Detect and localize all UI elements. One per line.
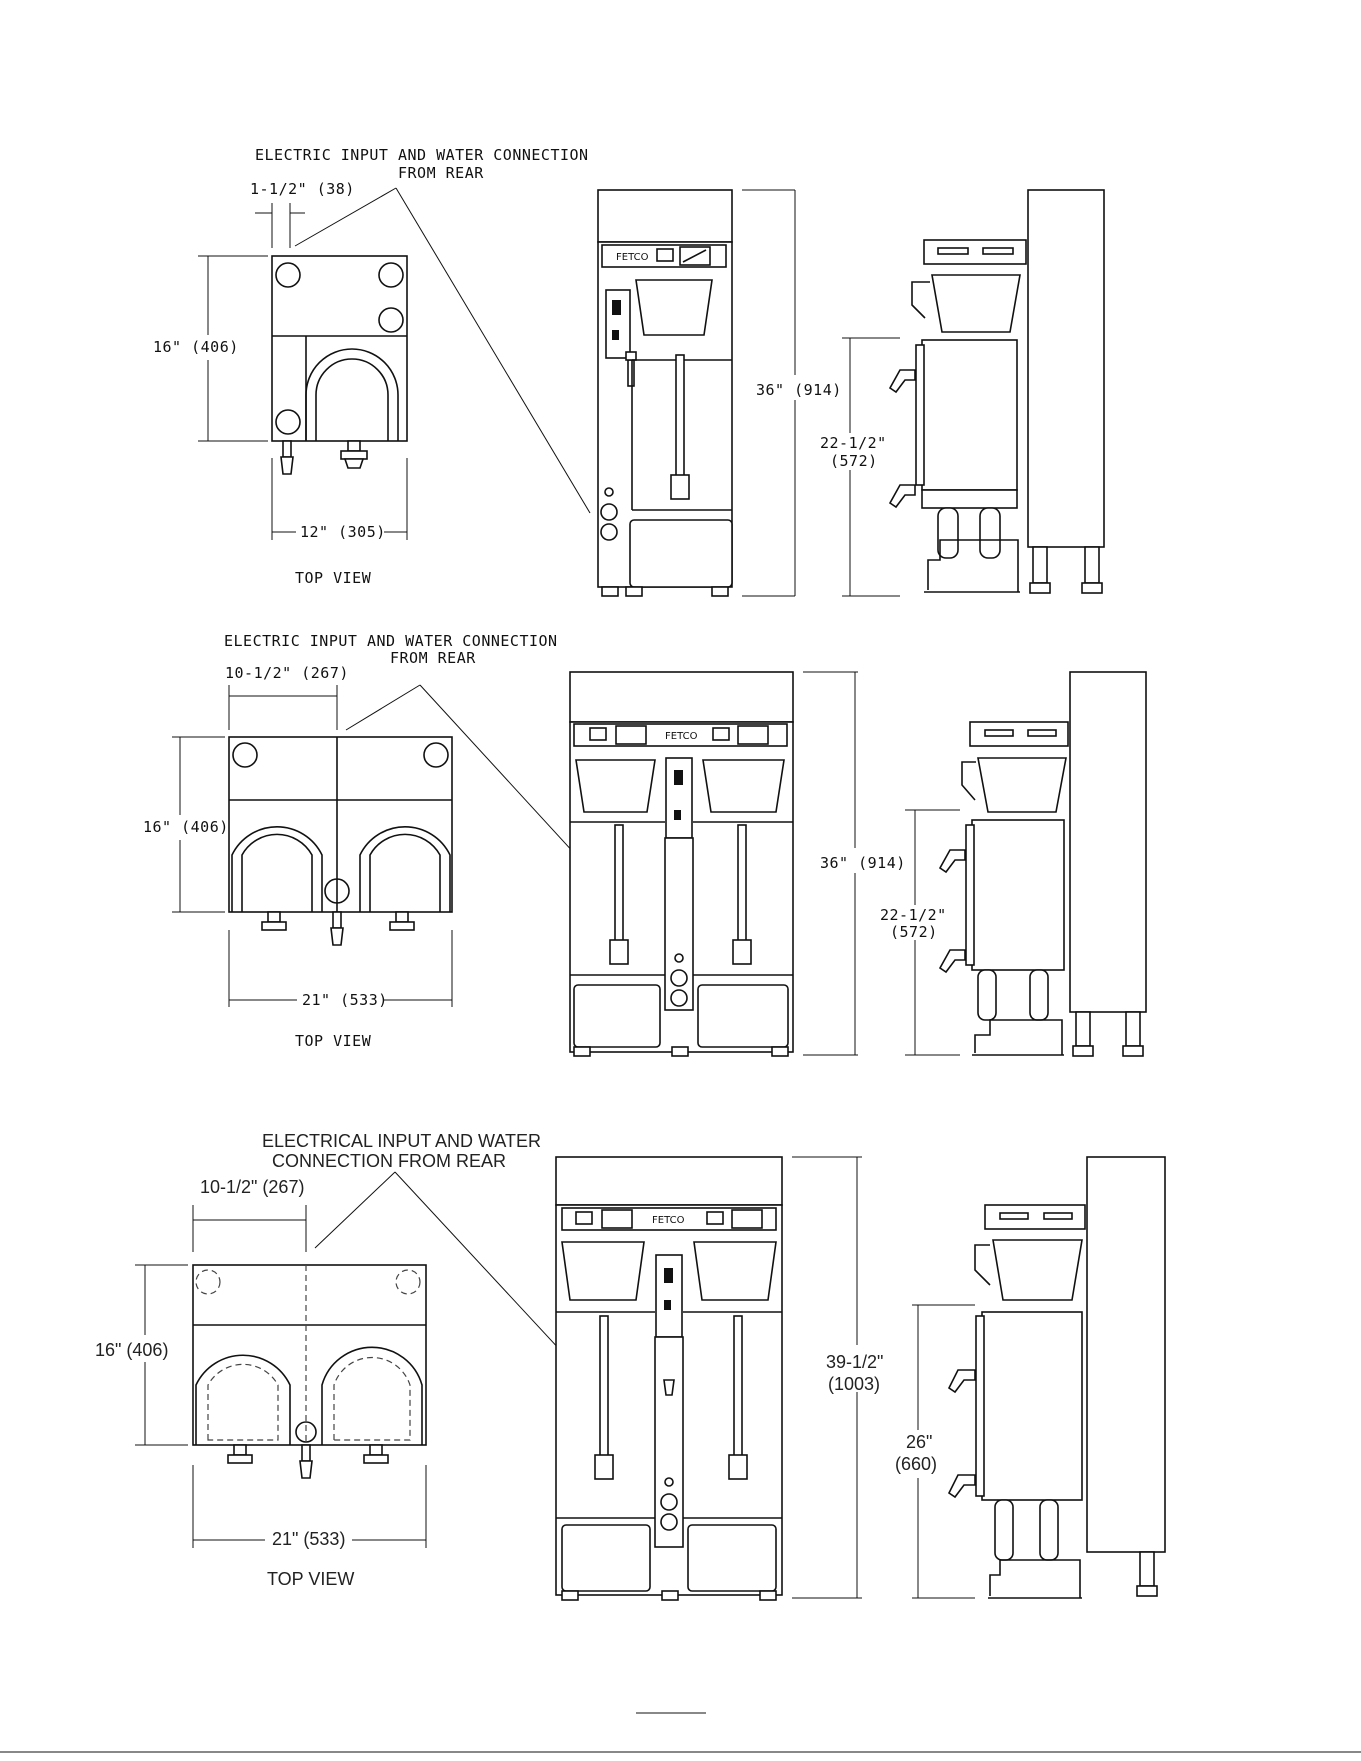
depth-dimension: 16" (406): [95, 1340, 168, 1360]
faucet-dimension-line2: (572): [890, 923, 938, 941]
width-dimension: 21" (533): [272, 1529, 345, 1549]
top-view-single: [271, 255, 408, 475]
offset-dimension: 10-1/2" (267): [200, 1177, 304, 1197]
connection-note-line1: ELECTRIC INPUT AND WATER CONNECTION: [255, 146, 589, 164]
row-2-twin-brewer: ELECTRIC INPUT AND WATER CONNECTION FROM…: [143, 632, 1147, 1057]
connection-note-line2: FROM REAR: [390, 649, 476, 667]
side-view-twin: [938, 671, 1147, 1057]
connection-note-line1: ELECTRIC INPUT AND WATER CONNECTION: [224, 632, 558, 650]
brand-label: FETCO: [652, 1215, 685, 1226]
faucet-dimension-line1: 26": [906, 1432, 932, 1452]
height-dimension: 36" (914): [820, 854, 906, 872]
top-view-caption: TOP VIEW: [295, 569, 372, 587]
front-view-twin: FETCO: [569, 671, 794, 1057]
height-dimension: 36" (914): [756, 381, 842, 399]
connection-note-line2: FROM REAR: [398, 164, 484, 182]
side-view-twin-tall: [947, 1156, 1166, 1599]
front-view-twin-tall: FETCO: [555, 1156, 783, 1601]
top-view-twin: [228, 736, 453, 946]
front-view-single: FETCO: [597, 189, 733, 597]
width-dimension: 12" (305): [300, 523, 386, 541]
faucet-dimension-line1: 22-1/2": [820, 434, 887, 452]
brand-label: FETCO: [616, 252, 649, 263]
top-view-caption: TOP VIEW: [267, 1569, 354, 1589]
faucet-dimension-line2: (660): [895, 1454, 937, 1474]
connection-note-line2: CONNECTION FROM REAR: [272, 1151, 506, 1171]
height-dimension-line1: 39-1/2": [826, 1352, 883, 1372]
row-3-twin-brewer-tall: ELECTRICAL INPUT AND WATER CONNECTION FR…: [95, 1131, 1166, 1601]
offset-dimension: 10-1/2" (267): [225, 664, 349, 682]
connection-note-line1: ELECTRICAL INPUT AND WATER: [262, 1131, 541, 1151]
depth-dimension: 16" (406): [143, 818, 229, 836]
row-1-single-brewer: ELECTRIC INPUT AND WATER CONNECTION FROM…: [153, 146, 1105, 597]
brand-label: FETCO: [665, 731, 698, 742]
faucet-dimension-line2: (572): [830, 452, 878, 470]
height-dimension-line2: (1003): [828, 1374, 880, 1394]
top-view-twin-tall: [192, 1264, 427, 1479]
side-view-single: [888, 189, 1105, 594]
top-view-caption: TOP VIEW: [295, 1032, 372, 1050]
offset-dimension: 1-1/2" (38): [250, 180, 355, 198]
width-dimension: 21" (533): [302, 991, 388, 1009]
faucet-dimension-line1: 22-1/2": [880, 906, 947, 924]
depth-dimension: 16" (406): [153, 338, 239, 356]
